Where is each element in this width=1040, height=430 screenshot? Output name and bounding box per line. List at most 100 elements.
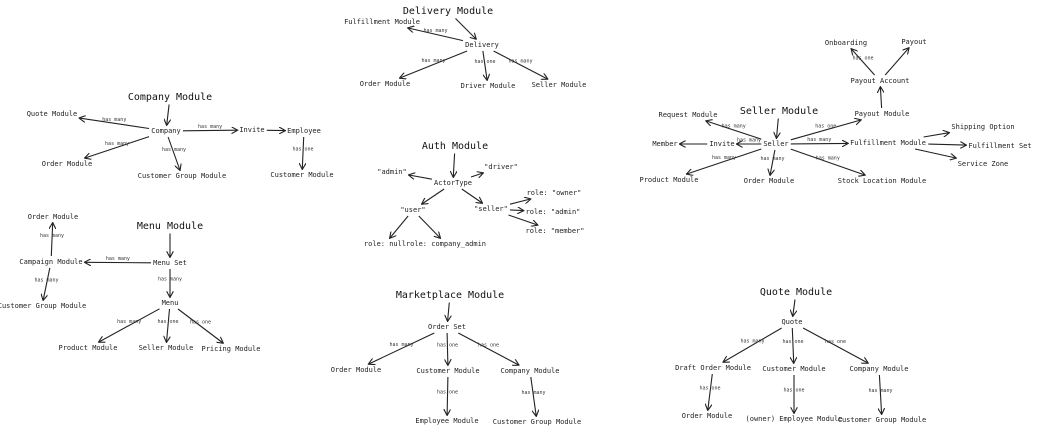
seller-node-fulfillment: Fulfillment Module	[850, 139, 926, 147]
quote-node-quote: Quote	[781, 318, 802, 326]
company-edge-label-company-to-invite: has many	[198, 124, 222, 130]
seller-edge-payoutmod-to-payoutacct	[880, 87, 881, 109]
auth-edge-actortype-to-driver	[470, 173, 483, 177]
menu-edge-label-menuset-to-menu: has many	[158, 277, 182, 283]
delivery-edge-label-delivery-to-seller: has many	[508, 59, 532, 65]
marketplace-edge-title-to-orderset	[448, 302, 450, 322]
seller-edge-fulfillment-to-shipping	[923, 133, 950, 138]
auth-node-rnull: role: null	[364, 240, 406, 248]
company-edge-company-to-order	[85, 136, 150, 158]
seller-node-payout: Payout	[901, 38, 926, 46]
marketplace-edge-label-customer-to-employee: has one	[437, 390, 458, 396]
menu-node-product: Product Module	[58, 344, 117, 352]
seller-node-request: Request Module	[658, 111, 717, 119]
seller-node-payoutmod: Payout Module	[855, 110, 910, 118]
delivery-edge-title-to-delivery	[455, 18, 477, 40]
seller-node-payoutacct: Payout Account	[850, 77, 909, 85]
quote-edge-company-to-cgroup	[879, 374, 881, 414]
seller-node-product: Product Module	[639, 176, 698, 184]
marketplace-edge-orderset-to-company	[458, 332, 518, 365]
quote-edge-label-quote-to-draft: has many	[740, 339, 764, 345]
seller-node-seller: Seller	[763, 140, 788, 148]
delivery-module-title: Delivery Module	[403, 6, 493, 17]
seller-edge-label-seller-to-invite: has many	[737, 138, 761, 144]
quote-edge-draft-to-order	[708, 373, 713, 410]
delivery-node-delivery: Delivery	[465, 41, 499, 49]
seller-node-fset: Fulfillment Set	[968, 142, 1031, 150]
edges-layer	[43, 18, 966, 417]
menu-edge-menuset-to-campaign	[85, 262, 152, 263]
menu-node-menuset: Menu Set	[153, 259, 187, 267]
seller-node-onboarding: Onboarding	[825, 39, 867, 47]
menu-edge-label-campaign-to-order: has many	[40, 233, 64, 239]
auth-edge-title-to-actortype	[453, 153, 454, 178]
delivery-edge-label-delivery-to-fulfillment: has many	[423, 28, 447, 34]
seller-node-stock: Stock Location Module	[838, 177, 927, 185]
menu-edge-label-campaign-to-cgroup: has many	[34, 278, 58, 284]
seller-node-invite: Invite	[709, 140, 734, 148]
marketplace-edge-label-company-to-cgroup: has many	[521, 390, 545, 396]
auth-node-actortype: ActorType	[434, 179, 472, 187]
auth-edge-user-to-rcadmin	[418, 215, 440, 238]
menu-node-pricing: Pricing Module	[201, 345, 260, 353]
quote-node-employee: (owner) Employee Module	[746, 415, 843, 423]
quote-node-cgroup: Customer Group Module	[838, 416, 927, 424]
company-edge-label-company-to-quote: has many	[102, 117, 126, 123]
menu-edge-menu-to-product	[99, 308, 160, 342]
quote-module-title: Quote Module	[760, 287, 832, 298]
marketplace-edge-label-orderset-to-company: has one	[478, 343, 499, 349]
seller-node-shipping: Shipping Option	[951, 123, 1014, 131]
quote-edge-quote-to-company	[802, 327, 868, 363]
auth-edge-user-to-rnull	[390, 215, 409, 238]
menu-edge-campaign-to-order	[51, 223, 52, 257]
quote-edge-label-customer-to-employee: has one	[783, 388, 804, 394]
marketplace-edge-customer-to-employee	[447, 376, 448, 415]
marketplace-edge-label-orderset-to-customer: has one	[437, 343, 458, 349]
company-edge-employee-to-customer	[302, 136, 303, 169]
quote-edge-label-draft-to-order: has one	[699, 386, 720, 392]
auth-edge-seller-to-rmember	[508, 214, 538, 225]
seller-edge-seller-to-order	[770, 149, 776, 175]
quote-edge-title-to-quote	[793, 299, 795, 317]
menu-edge-label-menu-to-product: has many	[117, 319, 141, 325]
quote-node-customer: Customer Module	[762, 365, 825, 373]
company-node-quote: Quote Module	[27, 110, 78, 118]
auth-edge-seller-to-rowner	[509, 199, 530, 205]
delivery-node-order: Order Module	[360, 80, 411, 88]
marketplace-edge-orderset-to-order	[369, 332, 435, 364]
marketplace-node-company: Company Module	[500, 367, 559, 375]
seller-edge-label-seller-to-order: has many	[760, 156, 784, 162]
seller-edge-seller-to-fulfillment	[790, 143, 848, 144]
seller-edge-fulfillment-to-fset	[928, 144, 966, 145]
menu-node-seller: Seller Module	[139, 344, 194, 352]
auth-module-title: Auth Module	[422, 141, 488, 152]
auth-node-driver: "driver"	[484, 163, 518, 171]
quote-node-company: Company Module	[849, 365, 908, 373]
company-node-invite: Invite	[239, 126, 264, 134]
marketplace-node-order: Order Module	[331, 366, 382, 374]
menu-module-title: Menu Module	[137, 221, 203, 232]
seller-edge-seller-to-request	[706, 121, 762, 140]
company-edge-company-to-cgroup	[167, 136, 180, 170]
auth-node-rowner: role: "owner"	[527, 189, 582, 197]
menu-edge-label-menu-to-pricing: has one	[190, 320, 211, 326]
seller-node-member: Member	[652, 140, 677, 148]
company-node-cgroup: Customer Group Module	[138, 172, 227, 180]
seller-edge-seller-to-product	[687, 148, 762, 174]
seller-edge-label-seller-to-payoutmod: has one	[815, 123, 836, 129]
delivery-edge-delivery-to-seller	[493, 50, 548, 79]
auth-node-rmember: role: "member"	[525, 227, 584, 235]
quote-edge-label-company-to-cgroup: has many	[868, 388, 892, 394]
seller-module-title: Seller Module	[740, 106, 818, 117]
delivery-node-seller: Seller Module	[532, 81, 587, 89]
quote-node-order: Order Module	[682, 412, 733, 420]
seller-edge-payoutacct-to-onboarding	[851, 49, 876, 76]
company-node-customer: Customer Module	[270, 171, 333, 179]
auth-node-admin: "admin"	[377, 168, 407, 176]
auth-edge-actortype-to-seller	[461, 188, 482, 203]
seller-edge-seller-to-stock	[790, 148, 865, 175]
delivery-edge-delivery-to-fulfillment	[408, 28, 464, 42]
company-edge-label-company-to-cgroup: has many	[162, 147, 186, 153]
